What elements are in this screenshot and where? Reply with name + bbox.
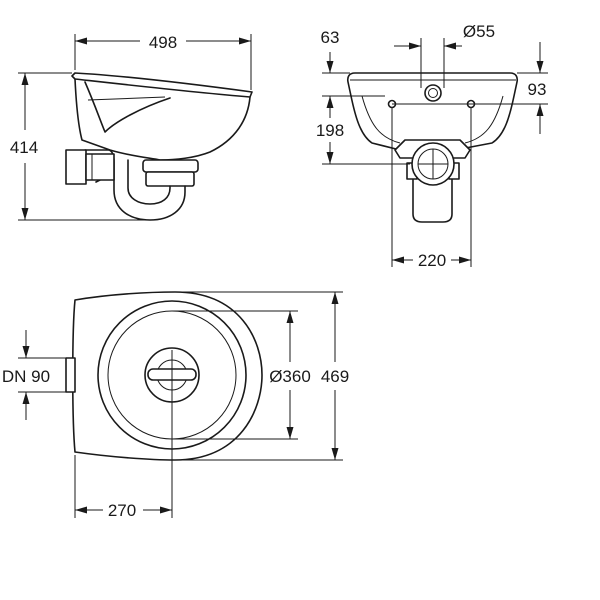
dim-top-pipe-size-label: DN 90	[2, 367, 50, 386]
dim-front-hole-spacing: 220	[391, 108, 472, 270]
dim-front-outlet-diameter-label: Ø55	[463, 22, 495, 41]
dim-front-mount-height-label: 198	[316, 121, 344, 140]
side-view-outlet-collar	[142, 159, 199, 173]
dim-top-bowl-diameter: Ø360	[172, 310, 311, 440]
dim-front-upper-height-label: 93	[528, 80, 547, 99]
dim-top-depth-label: 469	[321, 367, 349, 386]
side-view-rim	[71, 72, 253, 98]
front-view-outlet-inner	[428, 88, 438, 98]
dim-front-rim-height: 63	[321, 28, 350, 74]
dim-front-upper-height: 93	[392, 42, 548, 134]
dim-top-drain-offset-label: 270	[108, 501, 136, 520]
top-view: DN 90 Ø360 469	[2, 291, 349, 520]
side-view: 498 414	[10, 33, 253, 221]
dim-front-hole-spacing-label: 220	[418, 251, 446, 270]
side-view-outlet-sleeve	[145, 171, 195, 187]
front-view-outlet-outer	[424, 84, 442, 102]
dim-side-width: 498	[74, 33, 252, 90]
side-view-bowl	[74, 78, 251, 161]
dim-front-rim-height-label: 63	[321, 28, 340, 47]
dim-top-bowl-diameter-label: Ø360	[269, 367, 311, 386]
top-view-outline	[71, 291, 263, 461]
front-view: 63 198 Ø55	[316, 22, 548, 270]
front-view-inner-curve	[361, 95, 504, 144]
dim-front-mount-height: 198	[316, 95, 410, 165]
dim-side-height-label: 414	[10, 138, 38, 157]
dim-top-drain-offset: 270	[74, 400, 173, 520]
side-view-pipe	[85, 153, 115, 181]
dim-front-outlet-diameter: Ø55	[394, 22, 495, 88]
side-view-pipe-end	[65, 149, 87, 185]
side-view-bowl-inner	[84, 81, 171, 133]
top-view-pipe-stub	[65, 357, 76, 393]
dim-top-pipe-size: DN 90	[2, 330, 66, 420]
dim-top-depth: 469	[175, 291, 349, 461]
dim-side-height: 414	[10, 72, 150, 221]
side-view-inner-edge	[87, 96, 166, 101]
dim-side-width-label: 498	[149, 33, 177, 52]
